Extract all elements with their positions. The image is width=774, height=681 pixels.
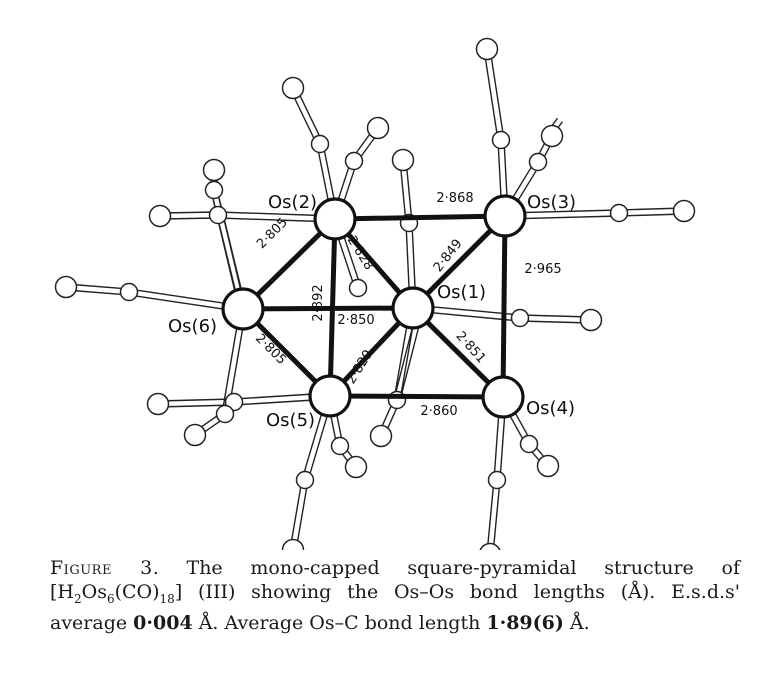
atom-label-os4: Os(4) bbox=[526, 398, 575, 419]
bond-length-label: 2·828 bbox=[344, 233, 376, 273]
os-os-bonds bbox=[240, 213, 508, 400]
oxygen-atom bbox=[536, 454, 560, 478]
carbon-atom bbox=[344, 151, 364, 171]
os-os-bond bbox=[500, 213, 508, 400]
c-o-bond bbox=[483, 48, 505, 141]
bond-length-label: 2·851 bbox=[453, 329, 489, 367]
atom-label-os5: Os(5) bbox=[266, 410, 315, 431]
caption-text-2: (III) showing the Os–Os bond lengths (Å)… bbox=[50, 581, 740, 634]
osmium-atom bbox=[483, 194, 527, 238]
osmium-atom bbox=[221, 287, 265, 331]
c-o-bond bbox=[486, 479, 501, 550]
carbon-atom bbox=[519, 434, 539, 454]
oxygen-atom bbox=[369, 424, 393, 448]
os-os-bond bbox=[240, 305, 416, 312]
oxygen-atom bbox=[281, 76, 305, 100]
formula-close: ] bbox=[174, 581, 183, 603]
oxygen-atom bbox=[202, 158, 226, 182]
oxygen-atom bbox=[281, 538, 305, 550]
atom-label-os2: Os(2) bbox=[268, 192, 317, 213]
carbon-atom bbox=[295, 470, 315, 490]
caption-formula: [H2Os6(CO)18] bbox=[50, 581, 183, 606]
molecule-diagram: Os(1) Os(2) Os(3) Os(4) Os(5) Os(6) 2·868 2·828… bbox=[54, 37, 696, 550]
bond-length-label: 2·860 bbox=[420, 404, 457, 419]
carbon-atom bbox=[330, 436, 350, 456]
carbon-atom bbox=[348, 278, 368, 298]
figure-caption: Figure 3. The mono-capped square-pyramid… bbox=[50, 557, 740, 634]
carbon-atom bbox=[208, 205, 228, 225]
esd-value: 0·004 bbox=[133, 611, 193, 634]
atom-label-os6: Os(6) bbox=[168, 316, 217, 337]
bond-length-label: 2·850 bbox=[337, 313, 374, 328]
carbon-atom bbox=[310, 134, 330, 154]
formula-sub-h: 2 bbox=[73, 591, 82, 606]
oxygen-atom bbox=[366, 116, 390, 140]
c-o-bond bbox=[289, 479, 309, 550]
bond-length-label: 2·892 bbox=[311, 284, 326, 321]
carbon-atom bbox=[510, 308, 530, 328]
carbon-atom bbox=[609, 203, 629, 223]
osmium-atom bbox=[481, 375, 525, 419]
caption-text-1: The mono-capped square-pyramidal structu… bbox=[186, 557, 740, 579]
os-os-bond bbox=[332, 213, 508, 222]
carbon-atom bbox=[204, 180, 224, 200]
oxygen-atom bbox=[475, 37, 499, 61]
oxygen-atom bbox=[148, 204, 172, 228]
os-os-bond bbox=[327, 393, 506, 400]
bond-length-label: 2·829 bbox=[344, 347, 376, 387]
carbon-atom bbox=[215, 404, 235, 424]
carbon-atom bbox=[528, 152, 548, 172]
osmium-atom bbox=[313, 197, 357, 241]
oxygen-atom bbox=[391, 148, 415, 172]
atom-label-os1: Os(1) bbox=[437, 282, 486, 303]
formula-co: (CO) bbox=[114, 581, 160, 603]
oxygen-atom bbox=[672, 199, 696, 223]
atom-label-os3: Os(3) bbox=[527, 192, 576, 213]
oxygen-atom bbox=[344, 455, 368, 479]
osmium-atom bbox=[391, 286, 435, 330]
formula-sub-os: 6 bbox=[106, 591, 115, 606]
bond-length-label: 2·965 bbox=[524, 262, 561, 277]
formula-sub-co: 18 bbox=[159, 591, 175, 606]
os-os-bond bbox=[410, 213, 508, 311]
oxygen-atom bbox=[183, 423, 207, 447]
oxygen-atom bbox=[54, 275, 78, 299]
oxygen-atom bbox=[540, 124, 564, 148]
carbon-atom bbox=[487, 470, 507, 490]
caption-text-4: Å. bbox=[563, 611, 590, 634]
osmium-atom bbox=[308, 374, 352, 418]
carbon-atom bbox=[119, 282, 139, 302]
carbonyl-ligands bbox=[54, 37, 696, 550]
bond-length-label: 2·868 bbox=[436, 191, 473, 206]
carbon-atom bbox=[491, 130, 511, 150]
caption-text-3: Å. Average Os–C bond length bbox=[192, 611, 487, 634]
bond-length-value: 1·89(6) bbox=[486, 611, 564, 634]
figure: Os(1) Os(2) Os(3) Os(4) Os(5) Os(6) 2·868 2·828… bbox=[54, 37, 696, 550]
c-o-bond bbox=[519, 314, 592, 324]
formula-open: [H bbox=[50, 581, 74, 603]
os-atoms bbox=[221, 194, 527, 419]
oxygen-atom bbox=[579, 308, 603, 332]
figure-number: Figure 3 bbox=[50, 557, 153, 579]
formula-os: Os bbox=[81, 581, 107, 603]
c-o-bond bbox=[157, 398, 235, 408]
oxygen-atom bbox=[479, 542, 501, 550]
bond-length-label: 2·805 bbox=[254, 215, 291, 252]
oxygen-atom bbox=[146, 392, 170, 416]
